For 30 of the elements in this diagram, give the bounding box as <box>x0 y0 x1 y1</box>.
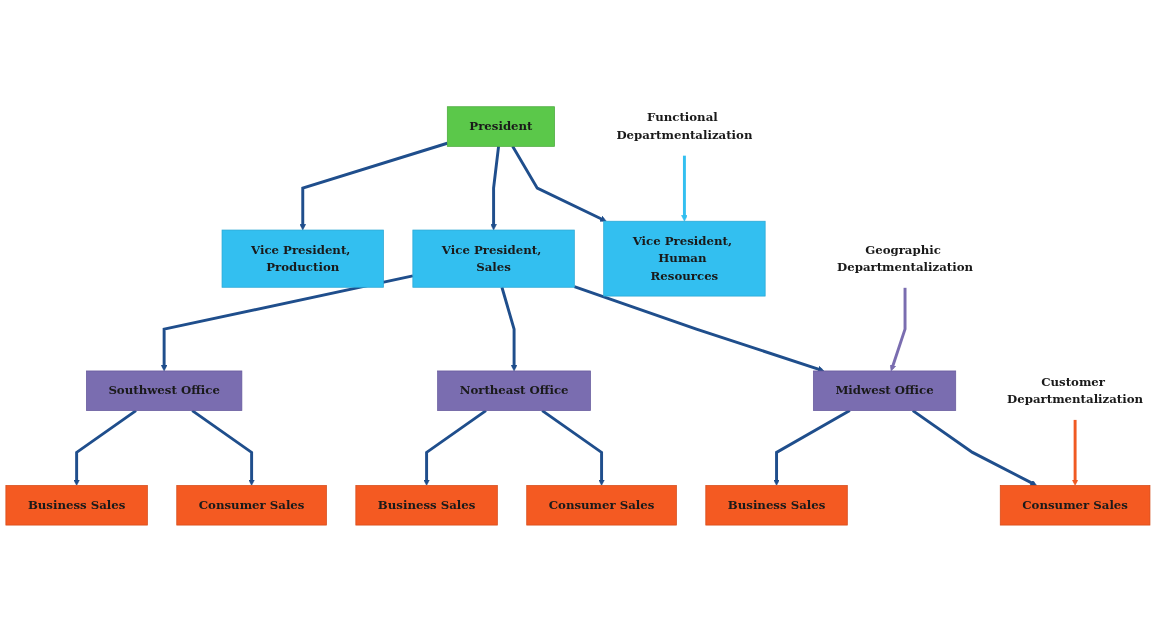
arrow <box>889 287 907 372</box>
arrow <box>511 145 607 222</box>
node-box: Vice President, Production <box>221 229 384 288</box>
node-box: Southwest Office <box>86 370 243 411</box>
arrow <box>191 409 255 486</box>
node-box: Consumer Sales <box>176 485 327 526</box>
arrow <box>911 409 1037 486</box>
arrow <box>490 146 501 231</box>
node-box: Midwest Office <box>813 370 957 411</box>
arrow <box>299 141 448 231</box>
node-box: Vice President, Human Resources <box>603 220 766 297</box>
node-box: President <box>446 106 555 147</box>
arrow <box>773 409 851 486</box>
node-text: Geographic Departmentalization <box>837 242 974 275</box>
arrow <box>681 155 688 222</box>
node-box: Consumer Sales <box>526 485 677 526</box>
arrow <box>541 409 605 486</box>
node-box: Business Sales <box>5 485 148 526</box>
arrow <box>500 286 518 372</box>
node-text: Customer Departmentalization <box>1007 374 1144 407</box>
node-box: Vice President, Sales <box>412 229 575 288</box>
arrow <box>160 274 414 372</box>
node-text: Functional Departmentalization <box>616 110 753 142</box>
node-box: Business Sales <box>705 485 848 526</box>
arrow <box>1071 419 1079 486</box>
node-box: Northeast Office <box>437 370 591 411</box>
arrow <box>73 409 137 486</box>
arrow <box>423 409 487 486</box>
node-box: Consumer Sales <box>999 485 1151 526</box>
node-box: Business Sales <box>355 485 498 526</box>
